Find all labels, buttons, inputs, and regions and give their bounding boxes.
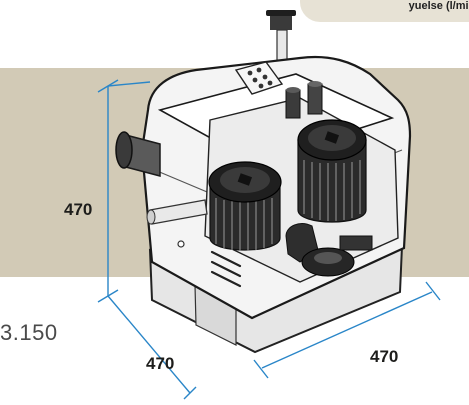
dimension-lines — [97, 79, 441, 400]
motor-right — [297, 119, 367, 223]
height-dimension-label: 470 — [64, 200, 93, 219]
drain-plug — [177, 240, 185, 248]
motor-left — [208, 161, 282, 251]
float-switches — [285, 81, 323, 119]
vent-grille — [210, 250, 242, 288]
inlet-pipe — [115, 131, 208, 225]
control-panel — [234, 61, 284, 95]
width-dimension-label: 470 — [370, 347, 399, 366]
price-label: 3.150 — [0, 320, 58, 345]
pump-housings — [285, 223, 373, 277]
flow-callout-label: yuelse (l/min.) — [408, 0, 469, 12]
depth-dimension-label: 470 — [146, 354, 175, 373]
flow-callout: yuelse (l/min.) — [300, 0, 469, 22]
